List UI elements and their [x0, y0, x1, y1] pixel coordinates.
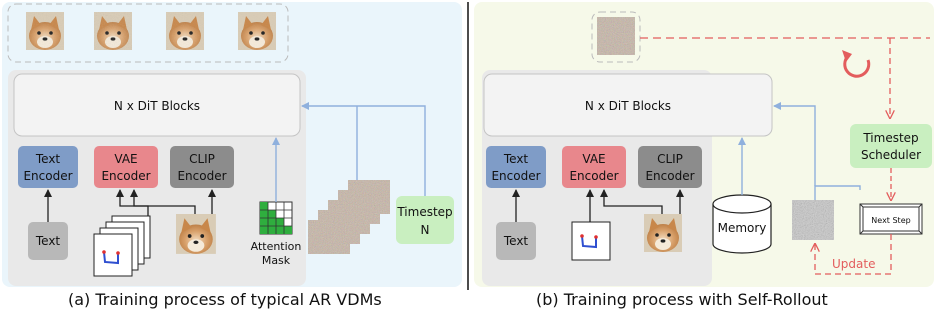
left-vae-encoder-line2: Encoder — [101, 169, 150, 183]
next-step-box — [859, 203, 923, 235]
left-output-frame-1 — [26, 12, 64, 50]
right-noisy-latent — [792, 200, 834, 240]
right-caption: (b) Training process with Self-Rollout — [536, 290, 828, 309]
left-trajectory-stack — [93, 215, 151, 277]
left-output-frame-2 — [94, 12, 132, 50]
right-vae-encoder-line2: Encoder — [569, 169, 618, 183]
left-text-encoder-line1: Text — [35, 152, 61, 166]
timestep-n-line1: Timestep — [396, 205, 452, 219]
right-clip-encoder-line2: Encoder — [645, 169, 694, 183]
left-text-input-label: Text — [35, 234, 61, 248]
timestep-n-box — [396, 196, 454, 244]
right-condition-image — [644, 214, 682, 252]
left-caption: (a) Training process of typical AR VDMs — [68, 290, 382, 309]
latent-to-nextstep-line — [814, 185, 861, 200]
right-clip-encoder-line1: CLIP — [657, 152, 683, 166]
left-condition-image — [176, 214, 216, 254]
right-text-encoder-line1: Text — [503, 152, 529, 166]
diagram-canvas: N x DiT Blocks Text Encoder VAE Encoder … — [2, 2, 934, 300]
left-clip-encoder-line2: Encoder — [177, 169, 226, 183]
right-dit-label: N x DiT Blocks — [585, 99, 671, 113]
next-step-label: Next Step — [871, 216, 910, 225]
attention-mask-grid — [259, 201, 293, 235]
left-output-frame-3 — [166, 12, 204, 50]
timestep-n-line2: N — [421, 223, 430, 237]
timestep-to-dit-arrow — [301, 102, 426, 196]
left-vae-encoder-box — [94, 146, 158, 188]
timestep-scheduler-line2: Scheduler — [861, 148, 921, 162]
left-text-encoder-box — [18, 146, 78, 188]
left-output-frame-4 — [238, 12, 276, 50]
left-dit-label: N x DiT Blocks — [114, 99, 200, 113]
update-label: Update — [832, 257, 875, 271]
attention-mask-label-line2: Mask — [262, 254, 291, 267]
right-text-input-box — [496, 222, 536, 260]
memory-label: Memory — [718, 221, 767, 235]
left-image-to-vae-arrow — [130, 189, 196, 214]
left-dit-blocks-box — [13, 73, 301, 137]
left-output-frames-group — [7, 3, 289, 63]
left-clip-encoder-line1: CLIP — [189, 152, 215, 166]
right-clip-encoder-box — [638, 146, 702, 188]
update-arrow — [815, 234, 892, 275]
timestep-scheduler-line1: Timestep — [862, 131, 918, 145]
left-text-encoder-line2: Encoder — [23, 169, 72, 183]
left-vae-encoder-line1: VAE — [114, 152, 137, 166]
right-text-encoder-box — [486, 146, 546, 188]
left-clip-encoder-box — [170, 146, 234, 188]
loop-icon — [843, 54, 871, 78]
loop-icon-arrowhead — [842, 50, 852, 62]
right-image-to-vae-arrow — [600, 189, 663, 214]
right-vae-encoder-line1: VAE — [582, 152, 605, 166]
noisy-latent-frames — [308, 180, 390, 254]
right-trajectory-frame — [571, 221, 611, 261]
right-text-encoder-line2: Encoder — [491, 169, 540, 183]
right-text-input-label: Text — [503, 234, 529, 248]
timestep-scheduler-box — [850, 124, 932, 168]
right-output-frame — [597, 17, 635, 55]
latent-to-dit-arrow — [773, 102, 816, 186]
right-vae-encoder-box — [562, 146, 626, 188]
right-output-frame-group — [591, 11, 641, 63]
attention-mask-label-line1: Attention — [251, 240, 302, 253]
right-dit-blocks-box — [483, 73, 773, 137]
left-text-input-box — [28, 222, 68, 260]
